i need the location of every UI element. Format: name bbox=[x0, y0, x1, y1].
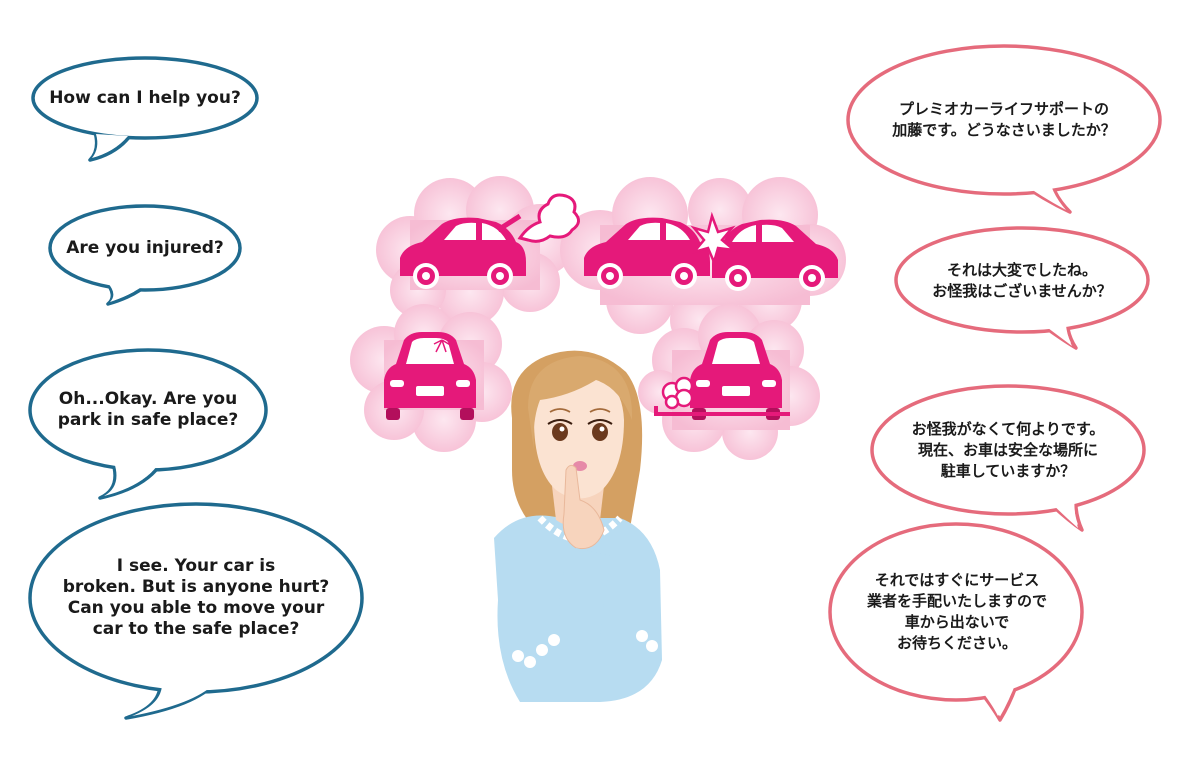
speech-bubble-left-1 bbox=[31, 56, 259, 162]
speech-bubble-right-4 bbox=[828, 522, 1084, 722]
bubble-line: Oh...Okay. Are you bbox=[58, 389, 238, 409]
bubble-line: それではすぐにサービス bbox=[874, 571, 1040, 589]
worried-woman-illustration bbox=[494, 350, 662, 702]
speech-bubble-left-3 bbox=[28, 348, 268, 500]
bubble-text-right-1: プレミオカーライフサポートの 加藤です。どうなさいましたか？ bbox=[862, 96, 1146, 144]
bubble-line: 業者を手配いたしますので bbox=[866, 592, 1047, 610]
bubble-line: お怪我がなくて何よりです。 bbox=[911, 419, 1105, 438]
bubble-text-left-2: Are you injured? bbox=[55, 228, 235, 268]
bubble-line: お待ちください。 bbox=[896, 634, 1017, 652]
bubble-line: Can you able to move your bbox=[67, 598, 325, 618]
bubble-line: 車から出ないで bbox=[904, 613, 1010, 631]
bubble-text-right-2: それは大変でしたね。 お怪我はございませんか？ bbox=[904, 258, 1140, 304]
car-cracked-windshield-icon bbox=[384, 332, 476, 420]
car-collision-icon bbox=[584, 211, 838, 291]
bubble-line: プレミオカーライフサポートの bbox=[898, 100, 1109, 118]
bubble-line: お怪我はございませんか？ bbox=[932, 282, 1112, 300]
bubble-line: I see. Your car is bbox=[116, 556, 276, 576]
bubble-line: car to the safe place? bbox=[92, 619, 300, 639]
bubble-text-right-3: お怪我がなくて何よりです。 現在、お車は安全な場所に 駐車していますか？ bbox=[880, 416, 1136, 484]
speech-bubble-left-4 bbox=[28, 502, 364, 720]
speech-bubble-right-2 bbox=[894, 226, 1150, 350]
car-steam-icon bbox=[400, 193, 580, 289]
bubble-line: それは大変でしたね。 bbox=[946, 261, 1097, 279]
bubble-line: How can I help you? bbox=[49, 87, 241, 108]
bubble-text-left-3: Oh...Okay. Are you park in safe place? bbox=[36, 386, 260, 434]
bubble-text-right-4: それではすぐにサービス 業者を手配いたしますので 車から出ないで お待ちください… bbox=[842, 566, 1072, 658]
bubble-text-left-4: I see. Your car is broken. But is anyone… bbox=[44, 552, 348, 644]
bubble-text-left-1: How can I help you? bbox=[38, 78, 252, 118]
speech-bubble-right-3 bbox=[870, 384, 1146, 532]
bubble-line: 現在、お車は安全な場所に bbox=[917, 440, 1098, 459]
speech-bubble-right-1 bbox=[846, 44, 1162, 214]
speech-bubble-left-2 bbox=[48, 204, 242, 306]
bubble-line: Are you injured? bbox=[66, 237, 224, 258]
car-skid-icon bbox=[654, 332, 790, 420]
bubble-line: 駐車していますか？ bbox=[940, 461, 1076, 480]
bubble-line: broken. But is anyone hurt? bbox=[62, 577, 330, 597]
bubble-line: 加藤です。どうなさいましたか？ bbox=[892, 121, 1116, 139]
bubble-line: park in safe place? bbox=[57, 410, 239, 430]
